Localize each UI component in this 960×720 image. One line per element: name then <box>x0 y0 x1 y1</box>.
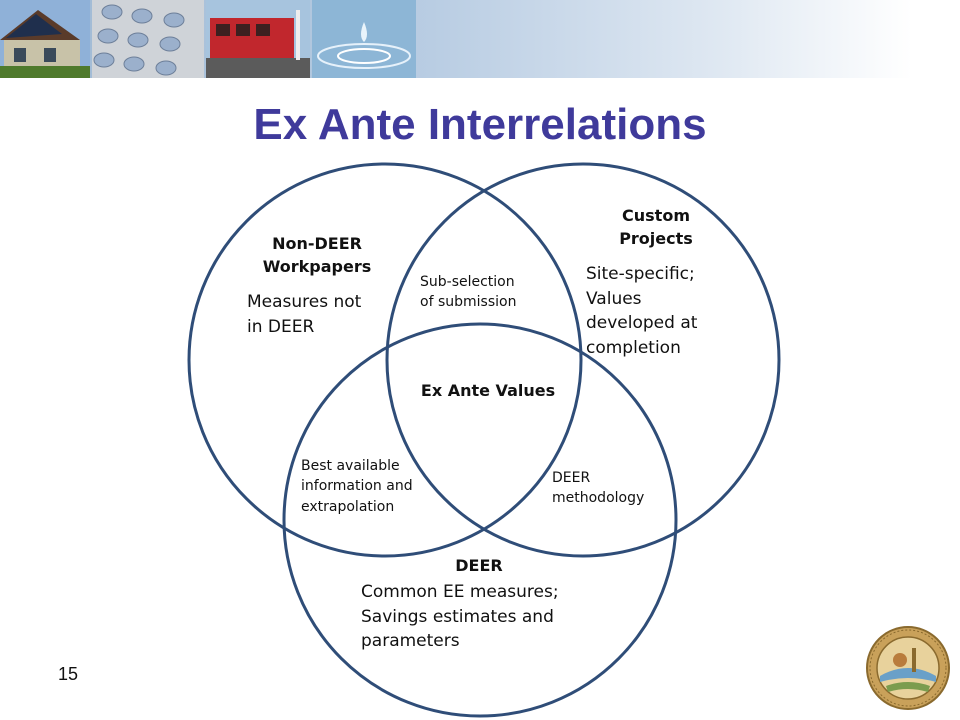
telephone-keypad-photo <box>92 0 204 78</box>
california-puc-seal-icon <box>866 626 950 710</box>
deer-body: Common EE measures; Savings estimates an… <box>361 582 559 652</box>
slide-title: Ex Ante Interrelations <box>253 100 707 149</box>
deer-methodology-label: DEER methodology <box>552 470 645 507</box>
sub-selection-label: Sub-selection of submission <box>420 274 517 311</box>
deer-heading: DEER <box>455 556 503 575</box>
train-engine-photo <box>206 0 310 78</box>
page-number: 15 <box>58 664 79 684</box>
circle-custom-projects <box>385 162 781 558</box>
non-deer-body: Measures not in DEER <box>247 292 362 337</box>
water-droplet-photo <box>312 0 416 78</box>
circle-non-deer-workpapers <box>187 162 583 558</box>
custom-projects-body: Site-specific; Values developed at compl… <box>586 264 698 358</box>
best-available-label: Best available information and extrapola… <box>301 458 413 515</box>
circle-deer <box>282 322 678 718</box>
house-with-solar-panels-photo <box>0 0 90 78</box>
non-deer-heading: Non-DEER Workpapers <box>262 234 372 277</box>
custom-projects-heading: Custom Projects <box>619 206 693 249</box>
ex-ante-values-label: Ex Ante Values <box>420 381 556 400</box>
